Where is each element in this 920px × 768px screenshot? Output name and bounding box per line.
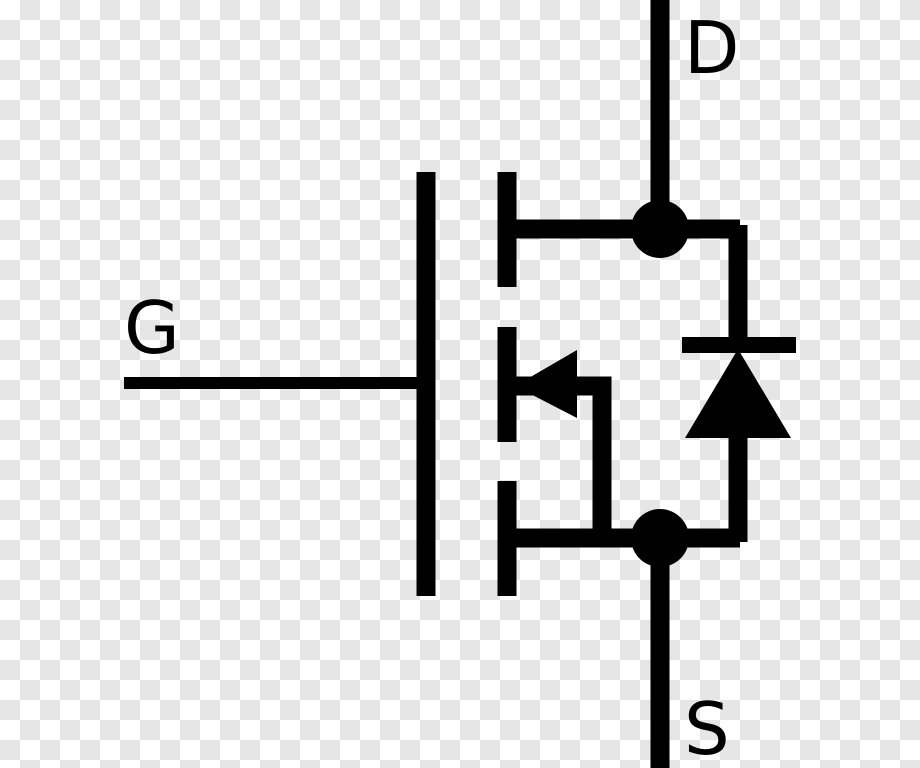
drain-label: D bbox=[684, 6, 740, 90]
body-wire bbox=[512, 376, 612, 538]
source-junction-dot bbox=[631, 509, 689, 567]
diode-triangle bbox=[685, 349, 791, 438]
drain-junction-dot bbox=[631, 200, 689, 258]
source-label: S bbox=[684, 687, 730, 768]
body-arrow bbox=[515, 350, 577, 418]
gate-label: G bbox=[124, 286, 180, 370]
